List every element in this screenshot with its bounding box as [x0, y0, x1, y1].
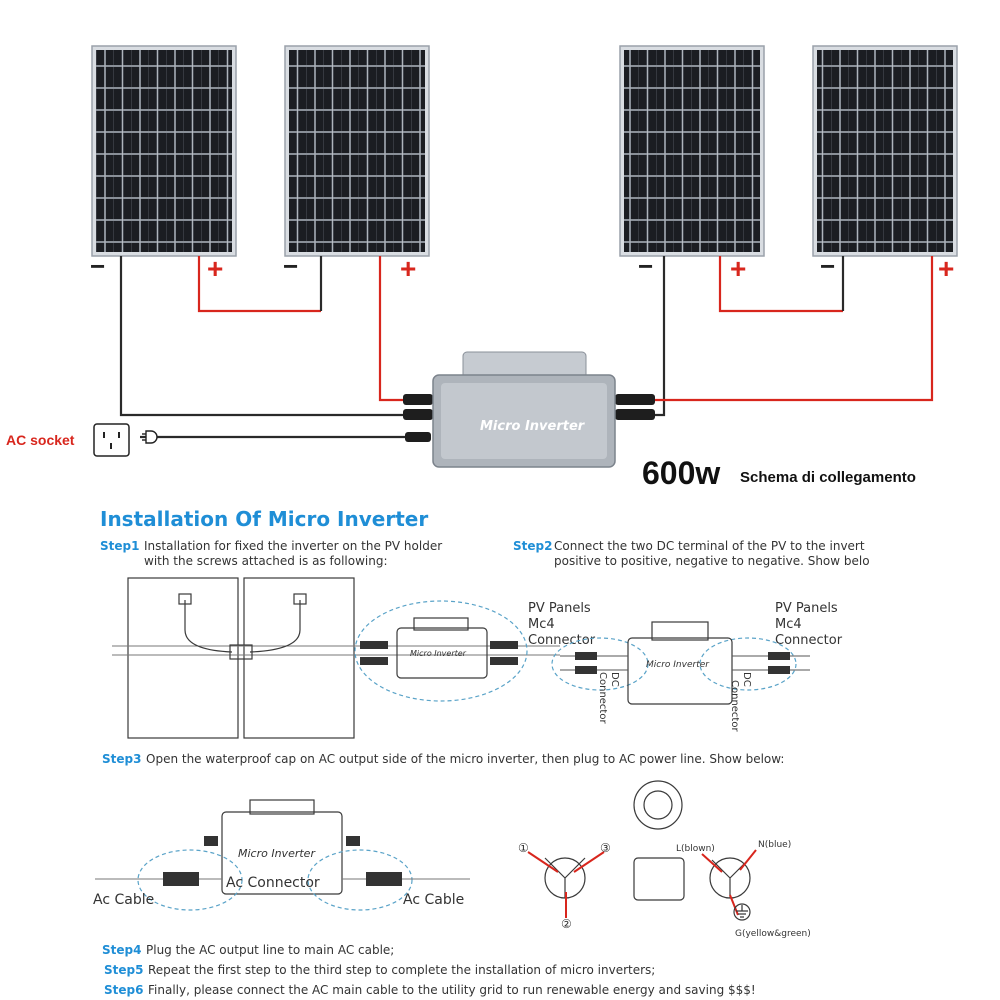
ac-cable-label: Ac Cable [93, 892, 154, 908]
n-wire-label: N(blue) [758, 840, 791, 850]
ac-cable-label: Ac Cable [403, 892, 464, 908]
ground-icon [733, 903, 751, 921]
step5-text: Repeat the first step to the third step … [148, 963, 655, 977]
solar-panel-3 [619, 45, 765, 257]
positive-sign: + [730, 253, 746, 284]
step1-text: with the screws attached is as following… [144, 554, 388, 568]
connector-vertical-label: Connector [729, 680, 740, 732]
step5-label: Step5 [104, 963, 143, 977]
mc4-label: Mc4 [775, 617, 802, 632]
positive-sign: + [938, 253, 954, 284]
pv-panels-label: PV Panels [775, 601, 838, 616]
connector-label: Connector [528, 633, 596, 648]
negative-sign: − [283, 251, 298, 281]
wiring-lines [119, 256, 934, 439]
pv-panels-label: PV Panels [528, 601, 591, 616]
solar-panel-4 [812, 45, 958, 257]
connector-label: Connector [775, 633, 843, 648]
inverter-label: Micro Inverter [646, 660, 710, 670]
inverter-label: Micro Inverter [410, 649, 467, 658]
power-rating: 600w [642, 455, 720, 491]
step1-label: Step1 [100, 539, 139, 553]
negative-sign: − [820, 251, 835, 281]
positive-sign: + [207, 253, 223, 284]
ac-plug-icon [142, 430, 158, 444]
step2-label: Step2 [513, 539, 552, 553]
step6-text: Finally, please connect the AC main cabl… [148, 983, 756, 997]
step4-text: Plug the AC output line to main AC cable… [146, 943, 394, 957]
step2-illustration: PV Panels Mc4 Connector PV Panels Mc4 Co… [528, 601, 843, 732]
pin-3-label: ③ [600, 841, 611, 855]
negative-sign: − [90, 251, 105, 281]
step3-text: Open the waterproof cap on AC output sid… [146, 752, 784, 766]
schema-label: Schema di collegamento [740, 469, 916, 486]
mc4-connectors-left [403, 394, 433, 442]
negative-sign: − [638, 251, 653, 281]
inverter-label: Micro Inverter [238, 847, 316, 860]
step3-pin-illustration: ① ③ ② L(blown) N(blue) G(yellow&green) [518, 780, 811, 939]
step6-label: Step6 [104, 983, 143, 997]
step2-text: positive to positive, negative to negati… [554, 554, 870, 568]
g-wire-label: G(yellow&green) [735, 929, 811, 939]
step3-ac-illustration: Micro Inverter Ac Cable Ac Connector Ac … [93, 799, 470, 911]
positive-sign: + [400, 253, 416, 284]
mc4-label: Mc4 [528, 617, 555, 632]
step1-illustration: Micro Inverter [112, 577, 560, 739]
solar-panel-1 [91, 45, 237, 257]
install-title: Installation Of Micro Inverter [100, 507, 428, 531]
inverter-label: Micro Inverter [480, 419, 586, 434]
step2-text: Connect the two DC terminal of the PV to… [554, 539, 865, 553]
solar-panel-2 [284, 45, 430, 257]
step1-text: Installation for fixed the inverter on t… [144, 539, 442, 553]
step3-label: Step3 [102, 752, 141, 766]
dc-label: DC [609, 672, 620, 687]
ac-connector-label: Ac Connector [226, 875, 320, 891]
l-wire-label: L(blown) [676, 844, 715, 854]
dc-label: DC [741, 672, 752, 687]
connector-vertical-label: Connector [597, 672, 608, 724]
ac-socket-label: AC socket [6, 432, 75, 448]
mc4-connectors-right [615, 394, 655, 420]
pin-2-label: ② [561, 917, 572, 931]
micro-inverter: Micro Inverter [432, 351, 616, 468]
pin-1-label: ① [518, 841, 529, 855]
step4-label: Step4 [102, 943, 141, 957]
ac-socket-icon [93, 423, 130, 457]
